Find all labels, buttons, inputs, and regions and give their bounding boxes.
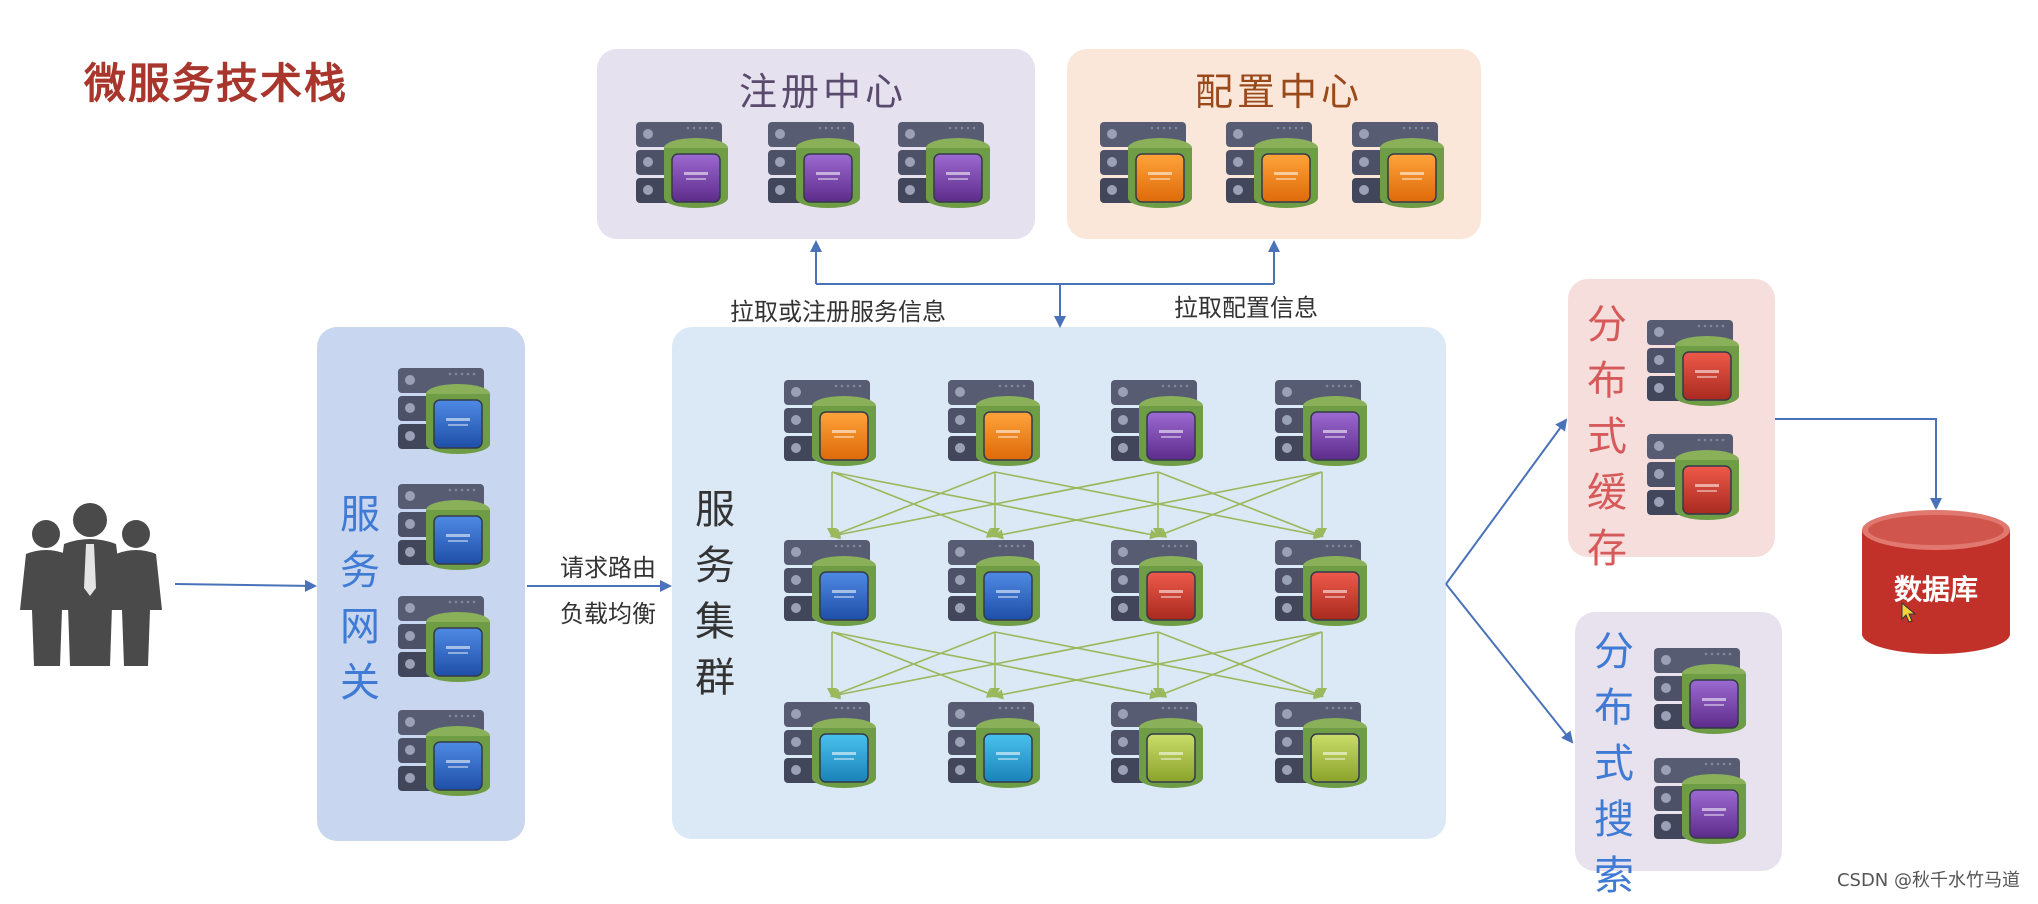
server-icon [1275,538,1371,626]
cache-label: 分布式缓存 [1587,302,1627,572]
gateway-label: 服务网关 [340,492,380,706]
server-icon [1100,120,1196,208]
watermark: CSDN @秋千水竹马道 [1836,870,2020,891]
service-mesh [827,471,1327,700]
server-icon [398,482,494,570]
server-icon [784,538,880,626]
cursor-icon [1901,602,1917,623]
server-icon [1226,120,1322,208]
balance-label: 负载均衡 [560,600,656,628]
server-icon [398,594,494,682]
server-icon [1111,538,1207,626]
server-icon [948,378,1044,466]
server-icon [398,366,494,454]
server-icon [1654,646,1750,734]
server-icon [784,378,880,466]
server-icon [768,120,864,208]
config-title: 配置中心 [1195,70,1364,114]
cluster-label: 服务集群 [695,487,735,701]
route-label: 请求路由 [560,554,656,582]
users-icon [20,503,162,666]
server-icon [948,538,1044,626]
server-icon [398,708,494,796]
pull-config-label: 拉取配置信息 [1174,294,1318,322]
pull-register-label: 拉取或注册服务信息 [730,298,946,326]
arrow-to-cache [1445,418,1568,585]
search-label: 分布式搜索 [1594,629,1634,899]
server-icon [1111,378,1207,466]
registry-title: 注册中心 [739,70,908,114]
server-icon [898,120,994,208]
database-icon [1862,510,2010,654]
arrow-to-search [1445,583,1574,744]
server-icon [1654,756,1750,844]
server-icon [636,120,732,208]
database-label: 数据库 [1893,573,1978,606]
page-title: 微服务技术栈 [84,59,349,108]
arrow-cache-to-db [1775,418,1942,510]
server-icon [1275,378,1371,466]
server-icon [948,700,1044,788]
server-icon [1352,120,1448,208]
server-icon [1647,318,1743,406]
server-icon [784,700,880,788]
server-icon [1275,700,1371,788]
server-icon [1111,700,1207,788]
server-icon [1647,432,1743,520]
arrow-users-to-gateway [174,579,317,592]
